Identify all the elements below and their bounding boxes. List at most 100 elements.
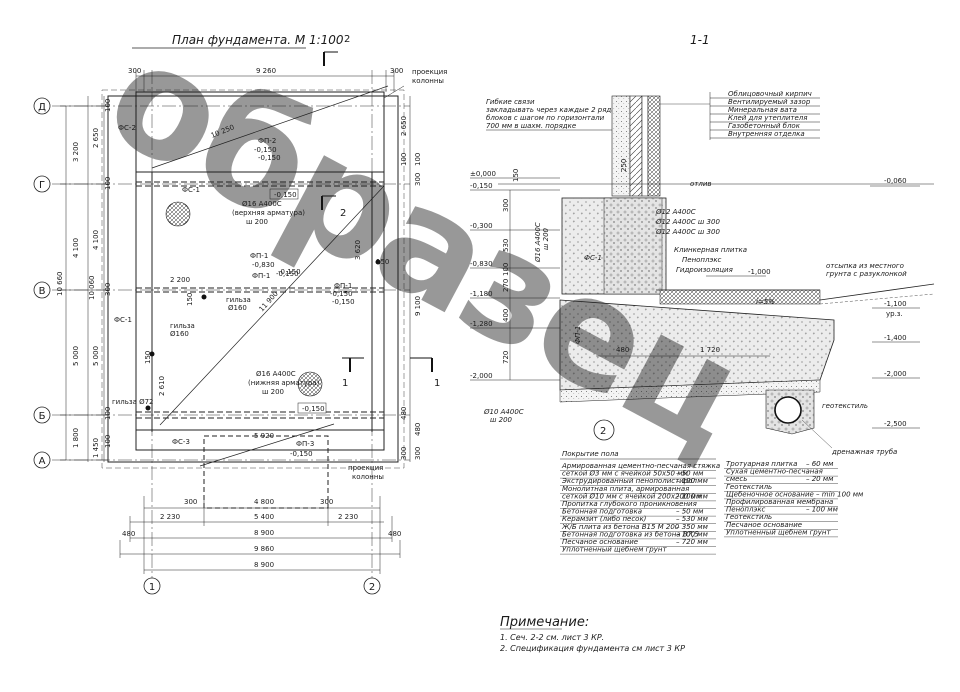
dim-text: 300 — [414, 173, 422, 186]
layer-label: Гидроизоляция — [676, 266, 733, 274]
layer-row-text: сеткой Ø10 мм с ячейкой 200х200 мм — [562, 492, 702, 500]
fs1b-label: ФС-1 — [182, 186, 200, 194]
slope-label: i=5% — [756, 298, 775, 306]
wall-layer: Вентилируемый зазор — [728, 98, 811, 106]
dim-text: 1 800 — [72, 428, 80, 448]
layer-row-value: – 100 мм — [806, 506, 839, 514]
note-item: 2. Спецификация фундамента см лист 3 КР — [500, 644, 685, 653]
layer-row-text: Монолитная плита, армированная — [562, 485, 689, 493]
layer-row-value: – 100 мм — [676, 530, 709, 538]
layer-row-value: – 20 мм — [806, 475, 834, 483]
layer-row-value: – 50 мм — [676, 470, 704, 478]
axis-bubbles-cols: 1 2 — [143, 577, 381, 595]
level-left: -2,000 — [470, 372, 493, 380]
layer-row-text: Пропитка глубокого проникновения — [562, 500, 697, 508]
layer-row-text: Уплотненный щебнем грунт — [726, 528, 831, 536]
fp1-section: ФП-1 — [574, 326, 582, 344]
layer-label: Пеноплэкс — [682, 256, 722, 264]
flashing-label: отлив — [690, 180, 712, 188]
dim-text: 2 650 — [400, 116, 408, 136]
layer-row-text: Уплотненный щебнем грунт — [562, 546, 667, 554]
sleeve-2-d: Ø160 — [170, 330, 189, 338]
fp3-label: ФП-3 — [296, 440, 314, 448]
plan-title: План фундамента. М 1:100 — [172, 33, 344, 47]
layer-row-value: – 100 мм — [676, 492, 709, 500]
layer-row-text: Геотекстиль — [726, 513, 772, 521]
ground-level-label: ур.з. — [886, 310, 903, 318]
levels-right: -0,060 -1,000 -1,100 -1,400 -2,000 -2,50… — [706, 177, 920, 429]
level-d: -0,150 — [278, 268, 301, 276]
dim-250: 250 — [620, 159, 628, 172]
layer-row-text: Тротуарная плитка — [726, 460, 797, 468]
notes: Примечание: 1. Сеч. 2-2 см. лист 3 КР. 2… — [500, 615, 685, 653]
rebar-left-1: Ø16 A400C — [534, 222, 542, 263]
plan-section-mark-top: 2 — [344, 34, 350, 45]
pipe-sleeves — [145, 201, 381, 411]
fp2-level: -0,150 — [254, 146, 277, 154]
proj-column-top-1: проекция — [412, 68, 447, 76]
dim-text: 4 800 — [254, 498, 274, 506]
layer-row-text: смесь — [726, 475, 747, 483]
rebar-label: Ø12 A400C ш 300 — [655, 228, 720, 236]
layer-row-text: Пеноплэкс — [726, 506, 766, 514]
dim-text: 10 660 — [56, 272, 64, 297]
level-right: -1,000 — [748, 268, 771, 276]
wall: 250 — [611, 95, 661, 197]
dim-text: 8 900 — [254, 529, 274, 537]
dim-5920: 5 920 — [254, 432, 274, 440]
dim-text: 270 — [502, 279, 510, 292]
fp1b-label: ФП-1 — [250, 252, 268, 260]
fp2-label: ФП-2 — [258, 137, 276, 145]
foundation-body — [498, 183, 935, 403]
sleeve-icon — [375, 259, 381, 265]
levels-left: ±0,000 -0,150 -0,300 -0,830 -1,180 -1,28… — [470, 170, 560, 381]
rebar-bottom-1: Ø10 A400C — [483, 408, 524, 416]
level-right: -2,000 — [884, 370, 907, 378]
fs1-section: ФС-1 — [584, 254, 602, 262]
dim-text: 100 — [502, 263, 510, 276]
section-labels: Ø12 A400C Ø12 A400C ш 300 Ø12 A400C ш 30… — [483, 180, 907, 456]
fp1b-level: -0,830 — [252, 261, 275, 269]
dim-text: 150 — [512, 169, 520, 182]
wall-layer: Минеральная вата — [728, 106, 797, 114]
fp1-label: ФП-1 — [334, 282, 352, 290]
level-e: -0,150 — [332, 298, 355, 306]
sleeve-1-d: Ø160 — [228, 304, 247, 312]
dim-text: 300 — [390, 67, 403, 75]
plan-dims-right: 9 100 2 650 480 300 300 480 100 100 300 — [397, 96, 422, 462]
axis-bubbles-rows: Д Г В Б А — [33, 97, 51, 469]
dim-text: 4 100 — [92, 230, 100, 250]
dim-text: 5 000 — [72, 346, 80, 366]
drain-label: дренажная труба — [831, 448, 897, 456]
wall-layer: Облицовочный кирпич — [728, 90, 812, 98]
section-cut-1: 1 1 — [342, 357, 440, 389]
layer-row-text: Керамзит (либо песок) — [562, 515, 647, 523]
sleeve-3: гильза Ø72 — [112, 398, 153, 406]
layer-row-text: Песчаное основание — [562, 538, 638, 546]
dim-2610: 2 610 — [158, 376, 166, 396]
fs1-label: ФС-1 — [114, 316, 132, 324]
dim-text: 480 — [122, 530, 135, 538]
dim-2200: 2 200 — [170, 276, 190, 284]
dim-text: 4 100 — [72, 238, 80, 258]
dim-text: 100 — [400, 153, 408, 166]
fp1c-label: ФП-1 — [252, 272, 270, 280]
drain-pipe — [765, 389, 815, 435]
dim-text: 400 — [502, 309, 510, 322]
layer-row-text: Геотекстиль — [726, 483, 772, 491]
dim-150b: 150 — [144, 351, 152, 364]
dim-text: 1 720 — [700, 346, 720, 354]
proj-column-bot-2: колонны — [352, 473, 384, 481]
level-right: -0,060 — [884, 177, 907, 185]
level-c: -0,150 — [258, 154, 281, 162]
layer-row-text: Профилированная мембрана — [726, 498, 833, 506]
axis-row-label: Б — [39, 411, 46, 422]
fs2-label: ФС-2 — [118, 124, 136, 132]
fp1c-level: -0,150 — [276, 270, 299, 278]
dim-text: 5 000 — [92, 346, 100, 366]
level-a: -0,150 — [274, 191, 297, 199]
layer-row-value: – 720 мм — [676, 538, 709, 546]
layer-row-text: Бетонная подготовка из бетона В7,5 — [562, 530, 699, 538]
